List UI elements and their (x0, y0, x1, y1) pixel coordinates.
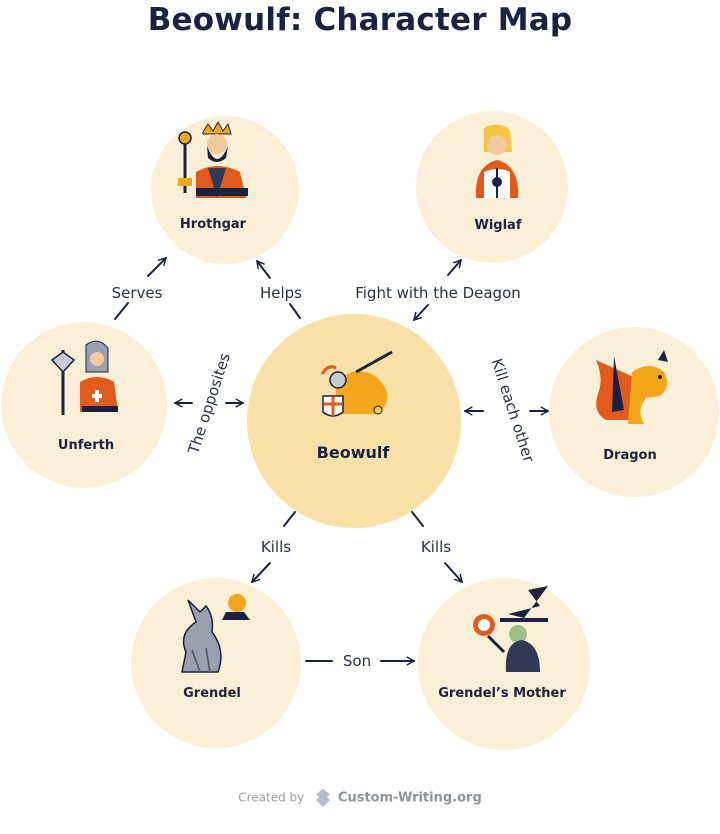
unferth-label: Unferth (58, 438, 114, 453)
serves-label: Serves (112, 284, 163, 302)
kills-left-label: Kills (261, 538, 291, 556)
helps-label: Helps (260, 284, 302, 302)
grendel-label: Grendel (183, 686, 241, 701)
serves-arrow-head (147, 257, 167, 277)
grendels-mother-circle (418, 578, 590, 750)
page-title: Beowulf: Character Map (147, 2, 573, 38)
fight-arrow-down (413, 304, 429, 321)
beowulf-circle (247, 314, 461, 528)
young-warrior-icon (475, 124, 519, 198)
knight-on-horse-icon (320, 350, 393, 417)
fight-with-the-deagon-label: Fight with the Deagon (355, 284, 521, 302)
kills-right-label: Kills (421, 538, 451, 556)
credit-line: Created by Custom-Writing.org (0, 788, 720, 808)
serves-arrow-tail (114, 302, 129, 320)
soldier-with-axe-icon (50, 340, 118, 415)
beowulf-label: Beowulf (317, 443, 391, 462)
kills-left-arrow-tail (283, 511, 296, 527)
kills-left-arrow-head (251, 562, 271, 583)
wiglaf-label: Wiglaf (475, 218, 522, 233)
helps-arrow-head (256, 260, 271, 279)
dragon-icon (596, 350, 668, 424)
credit-brand[interactable]: Custom-Writing.org (337, 790, 482, 806)
kills-right-arrow-tail (411, 511, 424, 527)
howling-wolf-icon (181, 594, 250, 673)
credit-prefix: Created by (238, 790, 305, 805)
son-label: Son (343, 652, 371, 670)
king-with-scepter-icon (178, 120, 248, 198)
fight-arrow-up (447, 259, 462, 276)
kills-right-arrow-head (444, 562, 463, 583)
grendels-mother-label: Grendel’s Mother (438, 686, 566, 701)
helps-arrow-tail (289, 303, 301, 319)
dragon-label: Dragon (603, 448, 656, 463)
witch-with-orb-icon (473, 586, 548, 672)
quill-logo-icon (316, 789, 331, 807)
hrothgar-label: Hrothgar (180, 217, 247, 232)
